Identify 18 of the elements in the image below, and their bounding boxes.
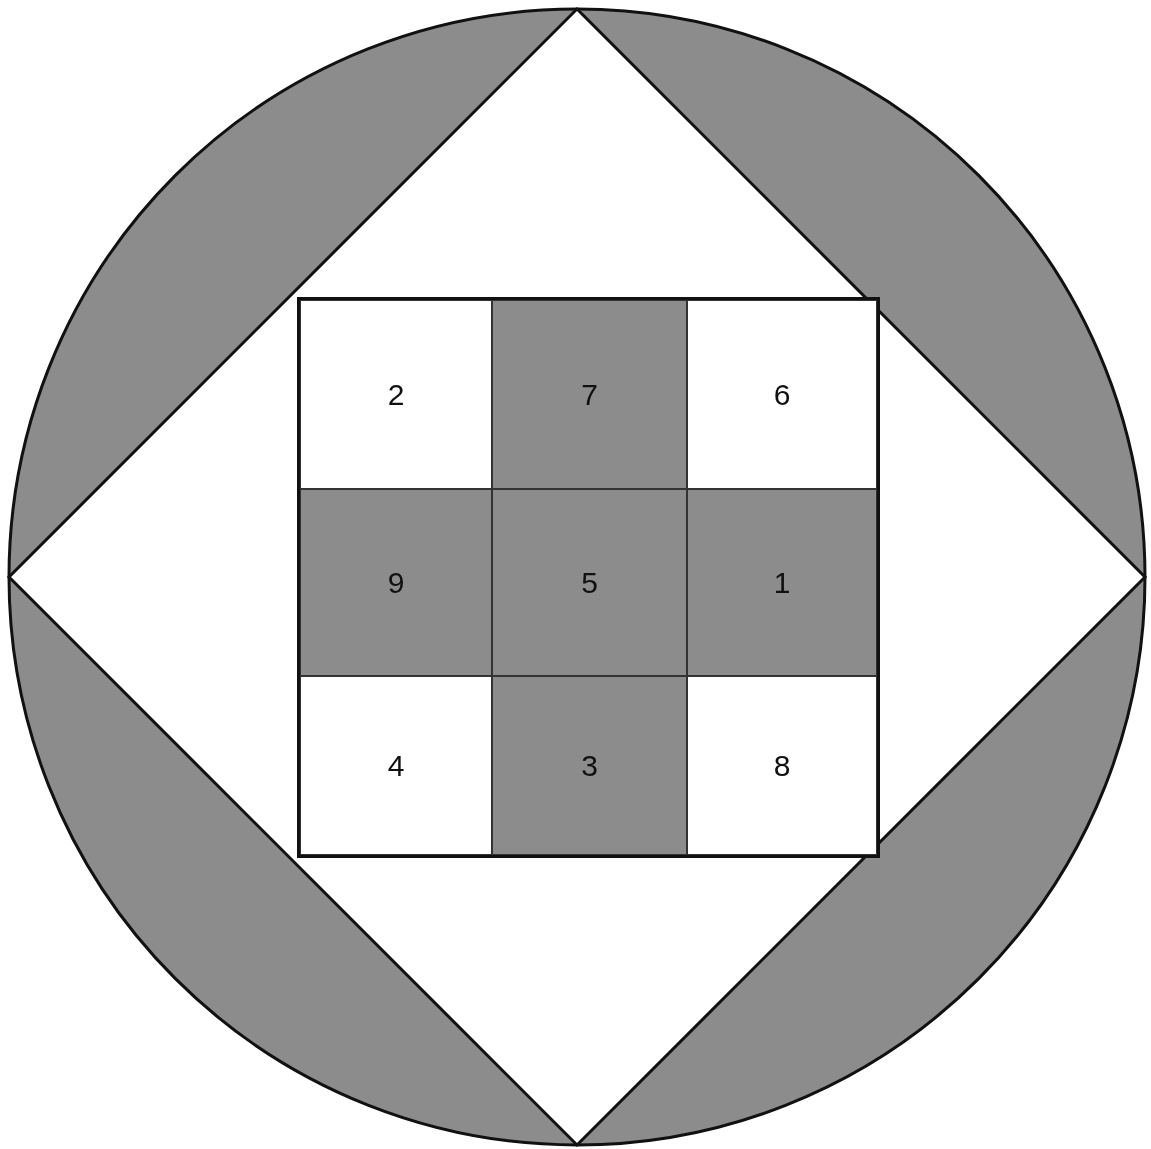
grid-cell [300,489,492,676]
grid-cell [492,489,687,676]
cell-number: 8 [773,748,791,783]
cell-number: 3 [581,748,598,783]
cell-number: 9 [387,565,405,600]
cell-number: 4 [387,748,405,783]
grid-cell [492,676,687,855]
cell-number: 5 [581,565,598,600]
grid-cell [300,300,492,489]
cell-number: 6 [773,377,791,412]
grid-cell [687,489,877,676]
grid-cell [687,676,877,855]
cell-number: 7 [581,377,598,412]
cell-number: 2 [387,377,405,412]
grid-cell [300,676,492,855]
grid-cell [492,300,687,489]
cell-number: 1 [773,565,791,600]
grid-cell [687,300,877,489]
